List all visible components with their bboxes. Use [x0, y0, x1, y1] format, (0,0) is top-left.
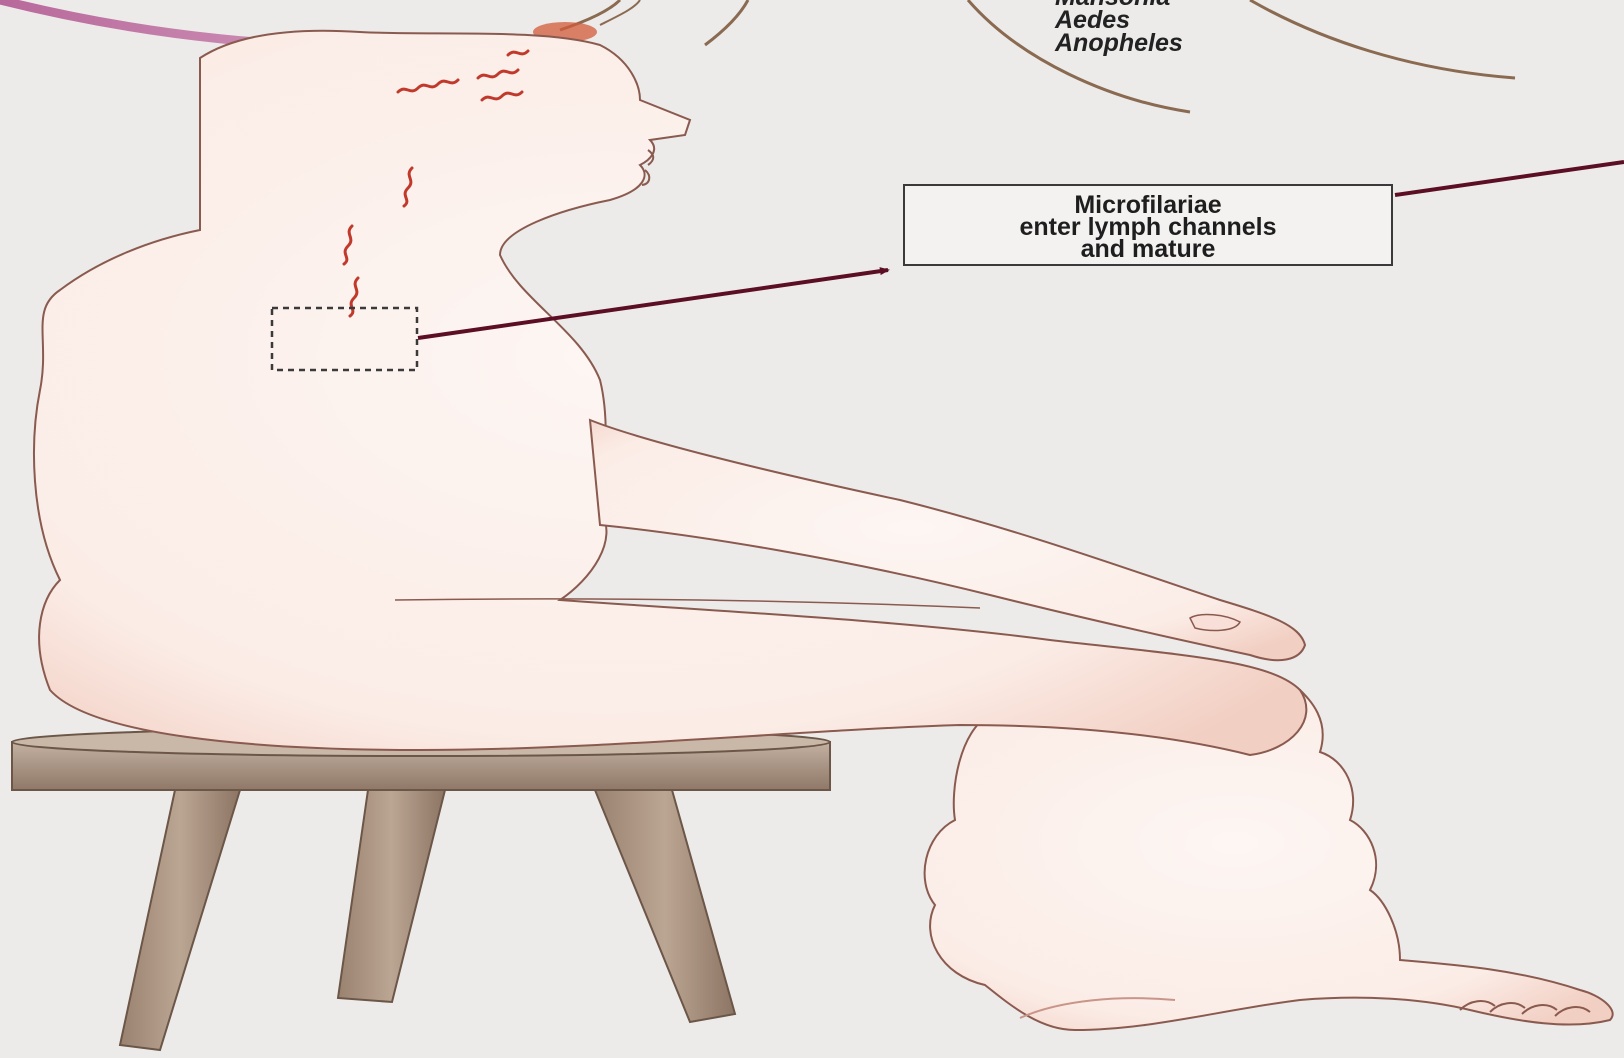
- caption-box: Microfilariae enter lymph channels and m…: [903, 184, 1393, 266]
- mosquito-genera-list: Mansonia Aedes Anopheles: [1055, 0, 1183, 55]
- genus-anopheles: Anopheles: [1055, 32, 1183, 55]
- caption-connector: [1395, 162, 1624, 195]
- caption-line-3: and mature: [905, 238, 1391, 260]
- stool: [12, 728, 830, 1050]
- human-figure: [34, 31, 1613, 1030]
- body-outline: [34, 31, 1306, 755]
